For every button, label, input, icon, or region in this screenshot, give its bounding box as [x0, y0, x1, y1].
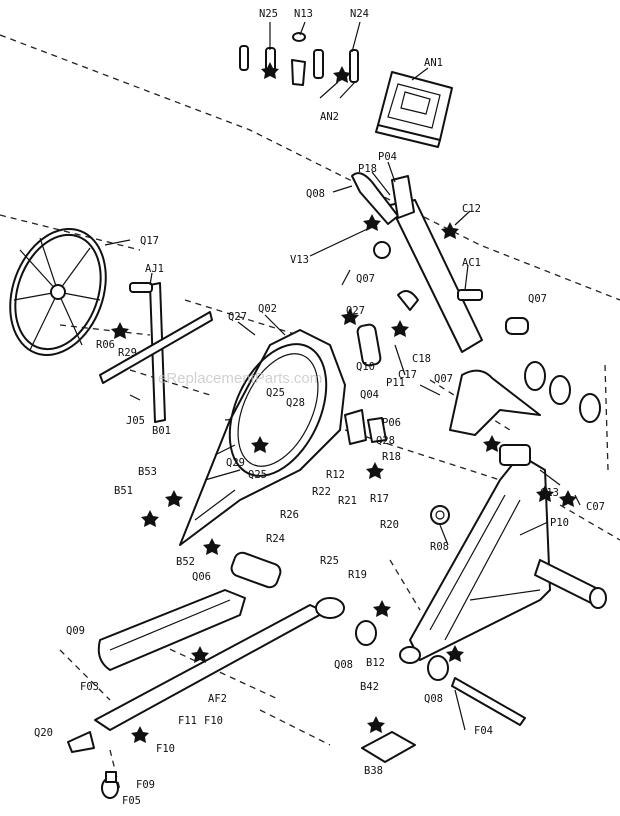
label-aj1: AJ1 [145, 263, 164, 275]
label-q28-upper: Q28 [286, 397, 305, 409]
label-r20: R20 [380, 519, 399, 531]
fastener-marks [111, 62, 577, 743]
label-r26: R26 [280, 509, 299, 521]
label-r24: R24 [266, 533, 285, 545]
label-q28-lower: Q28 [376, 435, 395, 447]
label-an2: AN2 [320, 111, 339, 123]
pulley-part [430, 505, 450, 525]
label-q04: Q04 [360, 389, 379, 401]
side-cover-part [179, 329, 346, 546]
label-v13: V13 [290, 254, 309, 266]
label-q25-upper: Q25 [266, 387, 285, 399]
label-q07-upper: Q07 [356, 273, 375, 285]
small-brackets-part [344, 290, 419, 445]
label-r17: R17 [370, 493, 389, 505]
label-q17: Q17 [140, 235, 159, 247]
label-r06: R06 [96, 339, 115, 351]
label-q27-left: Q27 [228, 311, 247, 323]
label-p06: P06 [382, 417, 401, 429]
label-f11: F11 [178, 715, 197, 727]
water-bottle-part [356, 323, 382, 367]
label-q20: Q20 [34, 727, 53, 739]
label-b42: B42 [360, 681, 379, 693]
label-f10-upper: F10 [204, 715, 223, 727]
label-c13: C13 [540, 487, 559, 499]
label-b12: B12 [366, 657, 385, 669]
flywheel-part [9, 228, 107, 356]
label-f05: F05 [122, 795, 141, 807]
label-b38: B38 [364, 765, 383, 777]
leader-lines [104, 21, 581, 731]
label-p10: P10 [550, 517, 569, 529]
label-c17: C17 [398, 369, 417, 381]
label-an1: AN1 [424, 57, 443, 69]
label-r25: R25 [320, 555, 339, 567]
end-cap-part [67, 731, 95, 753]
label-r21: R21 [338, 495, 357, 507]
label-q09: Q09 [66, 625, 85, 637]
foot-bracket-part [361, 731, 416, 763]
label-r18: R18 [382, 451, 401, 463]
label-f04: F04 [474, 725, 493, 737]
label-r12: R12 [326, 469, 345, 481]
console-part [375, 71, 453, 148]
watermark-text: eReplacementParts.com [158, 370, 322, 387]
label-q25-lower: Q25 [248, 469, 267, 481]
label-q29: Q29 [226, 457, 245, 469]
rail-part [451, 677, 526, 726]
label-q08-mid: Q08 [334, 659, 353, 671]
label-r08: R08 [430, 541, 449, 553]
label-n25: N25 [259, 8, 278, 20]
shroud-part [449, 317, 601, 436]
label-c07: C07 [586, 501, 605, 513]
label-f09: F09 [136, 779, 155, 791]
label-n13: N13 [294, 8, 313, 20]
label-b01: B01 [152, 425, 171, 437]
label-b51: B51 [114, 485, 133, 497]
foot-pedal-part [97, 589, 246, 671]
crank-assembly-part [99, 282, 213, 423]
label-b53: B53 [138, 466, 157, 478]
label-q07-right: Q07 [528, 293, 547, 305]
label-b52: B52 [176, 556, 195, 568]
main-frame-part [409, 444, 607, 661]
label-f10-lower: F10 [156, 743, 175, 755]
label-af2: AF2 [208, 693, 227, 705]
label-q08-top: Q08 [306, 188, 325, 200]
label-c12: C12 [462, 203, 481, 215]
label-q08-lower: Q08 [424, 693, 443, 705]
label-p04: P04 [378, 151, 397, 163]
label-r29: R29 [118, 347, 137, 359]
rollers-part [355, 620, 449, 681]
label-q02: Q02 [258, 303, 277, 315]
label-j05: J05 [126, 415, 145, 427]
label-r19: R19 [348, 569, 367, 581]
label-q07-shroud: Q07 [434, 373, 453, 385]
label-q06: Q06 [192, 571, 211, 583]
label-r22: R22 [312, 486, 331, 498]
upright-post-part [351, 172, 483, 353]
label-f03: F03 [80, 681, 99, 693]
label-n24: N24 [350, 8, 369, 20]
pedal-arm-part [94, 551, 345, 731]
part-labels: N25 N13 N24 AN1 AN2 P04 P18 Q08 C12 V13 … [34, 8, 605, 807]
label-ac1: AC1 [462, 257, 481, 269]
label-p18: P18 [358, 163, 377, 175]
label-c18: C18 [412, 353, 431, 365]
label-p11: P11 [386, 377, 405, 389]
label-q10: Q10 [356, 361, 375, 373]
label-q27-right: Q27 [346, 305, 365, 317]
wheel-part [101, 771, 119, 799]
